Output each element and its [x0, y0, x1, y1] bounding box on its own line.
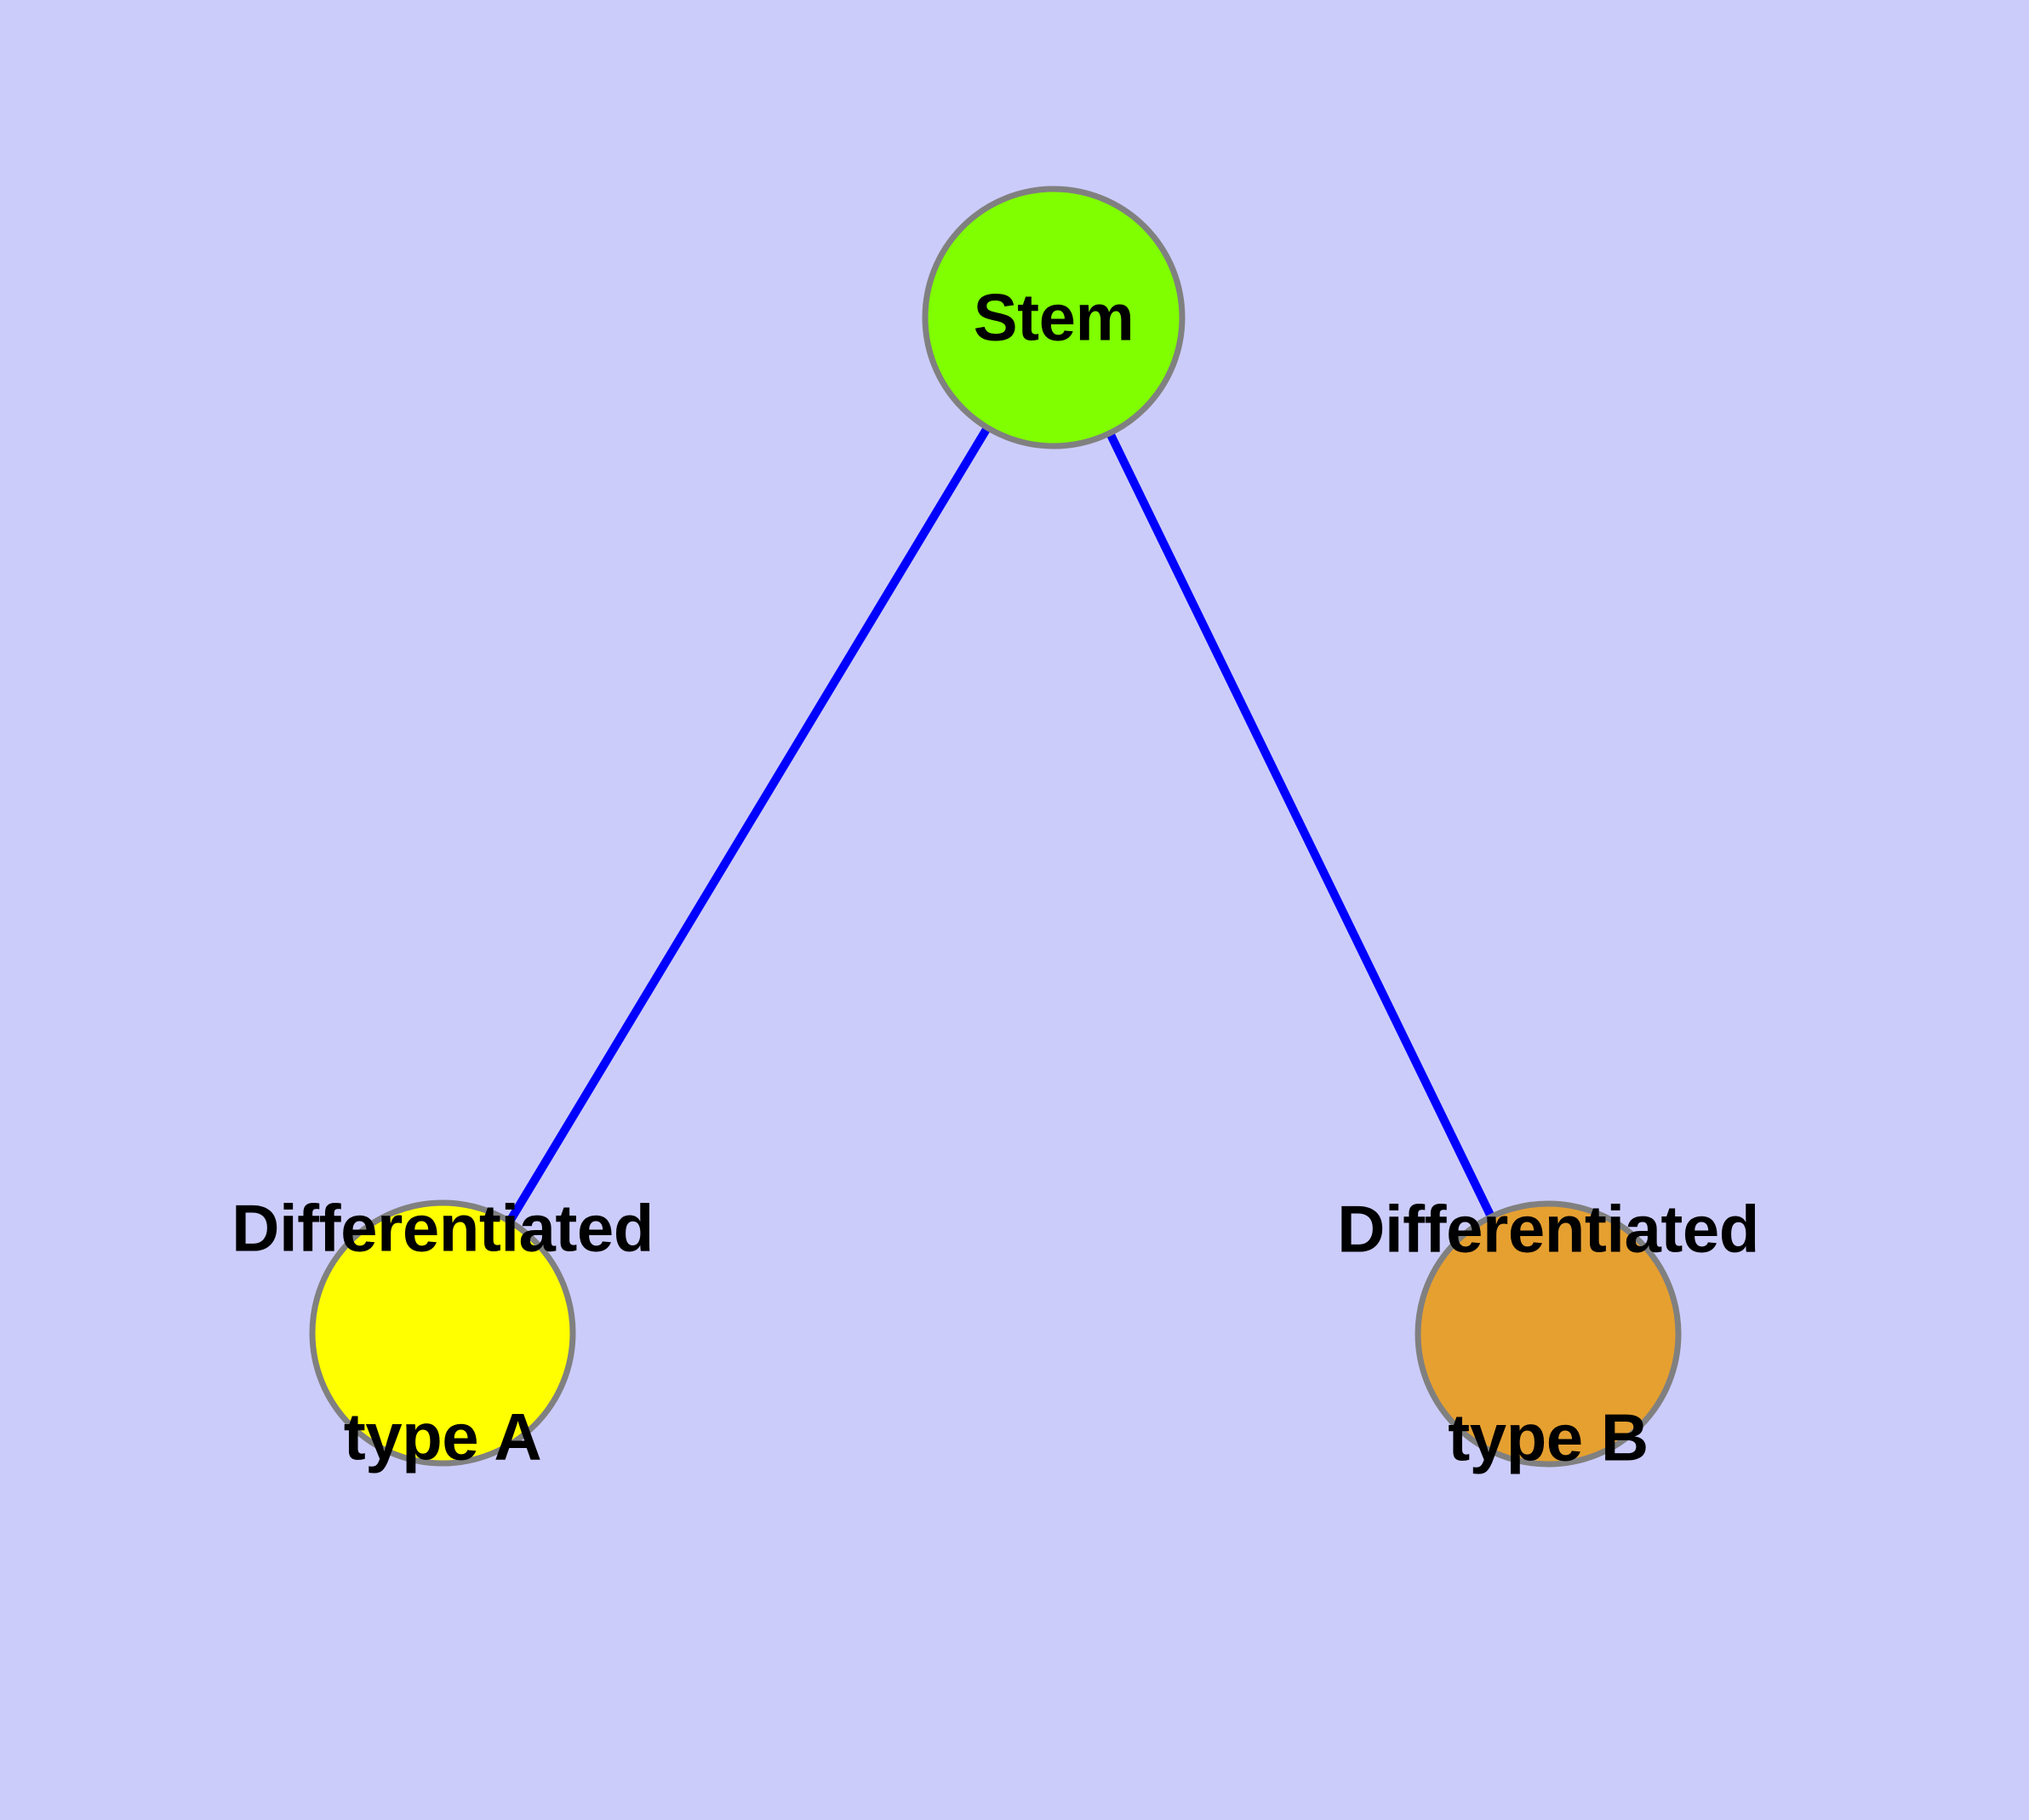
node-stem[interactable] [922, 186, 1186, 449]
node-differentiated-type-a[interactable] [309, 1199, 576, 1467]
edge-stem-to-differentiated-type-b[interactable] [1104, 427, 1497, 1222]
node-differentiated-type-b[interactable] [1415, 1200, 1682, 1468]
edge-layer [504, 422, 1497, 1227]
edge-stem-to-differentiated-type-a[interactable] [504, 422, 993, 1227]
node-layer [309, 186, 1682, 1468]
